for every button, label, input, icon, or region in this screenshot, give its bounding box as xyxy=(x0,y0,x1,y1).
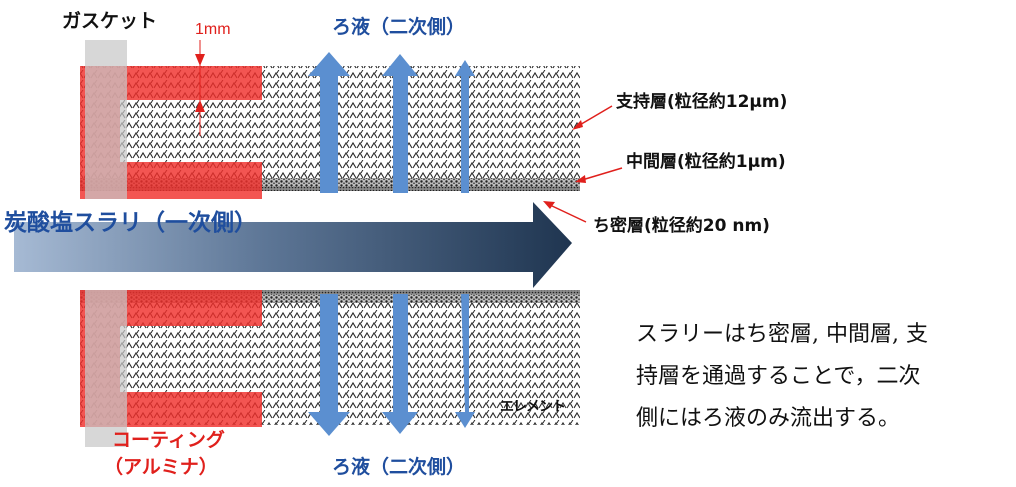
upper-gasket xyxy=(85,40,127,199)
layer-annotation-arrows xyxy=(543,105,623,223)
gasket-label: ガスケット xyxy=(62,10,158,32)
filtrate-arrow-up-3 xyxy=(455,60,475,193)
middle-layer-label: 中間層(粒径約1μm) xyxy=(626,152,786,172)
filtrate-top-label: ろ液（二次側） xyxy=(332,16,466,38)
description-line-1: スラリーはち密層, 中間層, 支 xyxy=(636,322,928,347)
filtrate-arrow-up-2 xyxy=(382,54,418,193)
description-text: スラリーはち密層, 中間層, 支 持層を通過することで，二次 側にはろ液のみ流出… xyxy=(636,314,1016,440)
thickness-label: 1mm xyxy=(195,21,231,38)
description-line-2: 持層を通過することで，二次 xyxy=(636,364,921,389)
filtrate-arrows-bottom xyxy=(308,294,475,436)
lower-dense-layer xyxy=(80,290,580,294)
filtrate-arrow-down-3 xyxy=(455,294,475,428)
filtrate-arrows-top xyxy=(308,52,475,193)
lower-gasket xyxy=(85,290,127,447)
thickness-indicator xyxy=(195,40,205,136)
support-layer-pointer xyxy=(577,105,613,127)
filtrate-arrow-down-2 xyxy=(382,294,418,434)
support-layer-label: 支持層(粒径約12μm) xyxy=(616,92,788,112)
slurry-label: 炭酸塩スラリ（一次側） xyxy=(4,210,257,236)
element-label: エレメント xyxy=(500,399,566,415)
dense-layer-pointer xyxy=(549,204,587,223)
filtrate-bottom-label: ろ液（二次側） xyxy=(332,456,466,478)
middle-layer-pointer xyxy=(581,167,623,181)
slurry-flow-arrow xyxy=(14,202,572,288)
filtrate-arrow-down-1 xyxy=(308,294,350,436)
description-line-3: 側にはろ液のみ流出する。 xyxy=(636,406,901,431)
dense-layer-label: ち密層(粒径約20 nm) xyxy=(593,216,770,236)
coating-label: コーティング xyxy=(112,429,225,451)
coating-material-label: （アルミナ） xyxy=(104,456,218,478)
filtrate-arrow-up-1 xyxy=(308,52,350,193)
